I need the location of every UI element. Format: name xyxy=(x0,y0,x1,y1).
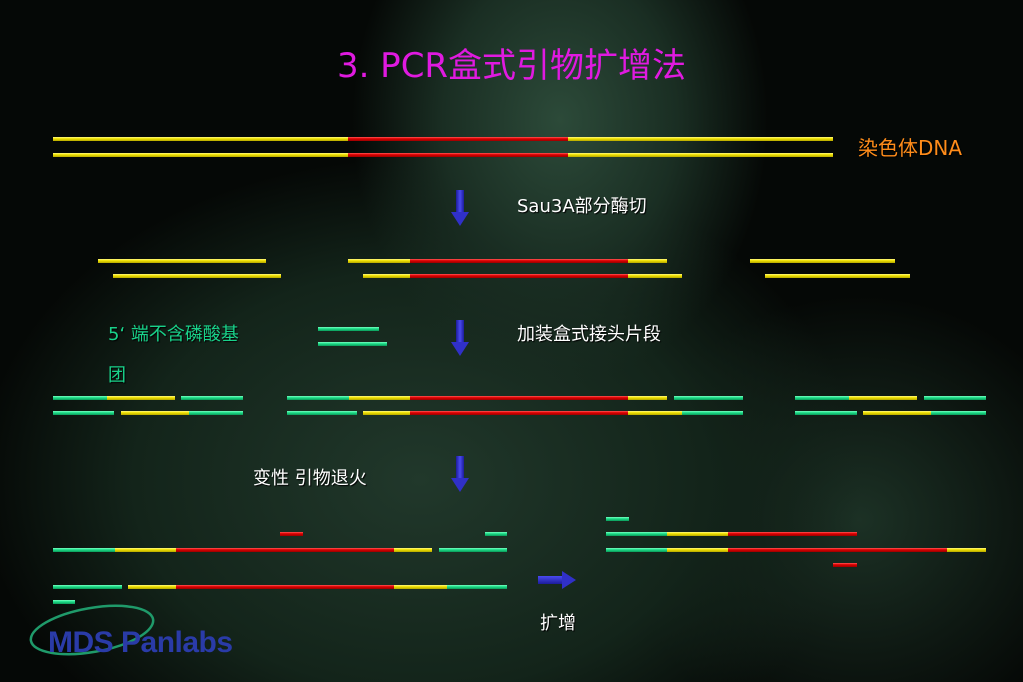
dna-segment xyxy=(667,548,728,552)
adapter-segment xyxy=(53,411,114,415)
dna-segment xyxy=(113,274,281,278)
down-arrow-icon xyxy=(451,456,469,492)
amplify-label: 扩增 xyxy=(540,613,576,634)
chromosome-dna-label: 染色体DNA xyxy=(858,136,963,160)
dna-segment xyxy=(394,548,432,552)
adapter-segment xyxy=(795,411,857,415)
right-arrow-icon xyxy=(538,571,578,589)
dna-segment xyxy=(363,274,410,278)
primer-segment xyxy=(485,532,507,536)
dna-segment xyxy=(947,548,986,552)
target-segment xyxy=(410,274,628,278)
target-segment xyxy=(348,137,568,141)
dna-segment xyxy=(765,274,910,278)
logo-swoosh-icon xyxy=(29,604,155,656)
target-segment xyxy=(728,548,947,552)
down-arrow-icon xyxy=(451,320,469,356)
dna-segment xyxy=(628,274,682,278)
adapter-segment xyxy=(924,396,986,400)
adapter-segment xyxy=(795,396,849,400)
dna-segment xyxy=(98,259,266,263)
primer-segment xyxy=(833,563,857,567)
target-segment xyxy=(410,396,628,400)
primer-segment xyxy=(53,600,75,604)
adapter-segment xyxy=(287,411,357,415)
mds-panlabs-logo: MDS Panlabs xyxy=(22,600,292,670)
dna-segment xyxy=(53,153,348,157)
adapter-segment xyxy=(606,548,667,552)
dna-segment xyxy=(628,259,667,263)
adapter-segment xyxy=(53,396,107,400)
dna-segment xyxy=(628,411,682,415)
adapter-segment xyxy=(318,342,387,346)
dna-segment xyxy=(363,411,410,415)
adapter-segment xyxy=(674,396,743,400)
target-segment xyxy=(728,532,857,536)
logo-text: MDS Panlabs xyxy=(48,626,233,659)
adapter-segment xyxy=(181,396,243,400)
dna-segment xyxy=(107,396,175,400)
denature-anneal-label: 变性 引物退火 xyxy=(253,468,367,489)
down-arrow-icon xyxy=(451,190,469,226)
adapter-segment xyxy=(931,411,986,415)
adapter-segment xyxy=(189,411,243,415)
dna-segment xyxy=(750,259,895,263)
dna-segment xyxy=(568,137,833,141)
dna-segment xyxy=(628,396,667,400)
no-phosphate-label-line1: 5‘ 端不含磷酸基 xyxy=(108,324,239,345)
target-segment xyxy=(410,259,628,263)
target-segment xyxy=(176,548,394,552)
adapter-segment xyxy=(606,532,667,536)
target-segment xyxy=(410,411,628,415)
adapter-segment xyxy=(439,548,507,552)
dna-segment xyxy=(53,137,348,141)
adapter-segment xyxy=(682,411,743,415)
target-segment xyxy=(348,153,568,157)
primer-segment xyxy=(280,532,303,536)
primer-segment xyxy=(606,517,629,521)
dna-segment xyxy=(128,585,176,589)
dna-segment xyxy=(849,396,917,400)
dna-segment xyxy=(667,532,728,536)
dna-segment xyxy=(394,585,447,589)
add-adapter-label: 加装盒式接头片段 xyxy=(517,324,661,345)
dna-segment xyxy=(121,411,189,415)
dna-segment xyxy=(349,396,410,400)
dna-segment xyxy=(863,411,931,415)
adapter-segment xyxy=(447,585,507,589)
adapter-segment xyxy=(53,548,115,552)
adapter-segment xyxy=(53,585,122,589)
dna-segment xyxy=(348,259,410,263)
adapter-segment xyxy=(287,396,349,400)
dna-segment xyxy=(115,548,176,552)
dna-segment xyxy=(568,153,833,157)
sau3a-digest-label: Sau3A部分酶切 xyxy=(517,196,647,217)
adapter-segment xyxy=(318,327,379,331)
target-segment xyxy=(176,585,394,589)
slide-title: 3. PCR盒式引物扩增法 xyxy=(336,46,687,86)
no-phosphate-label-line2: 团 xyxy=(108,365,126,386)
